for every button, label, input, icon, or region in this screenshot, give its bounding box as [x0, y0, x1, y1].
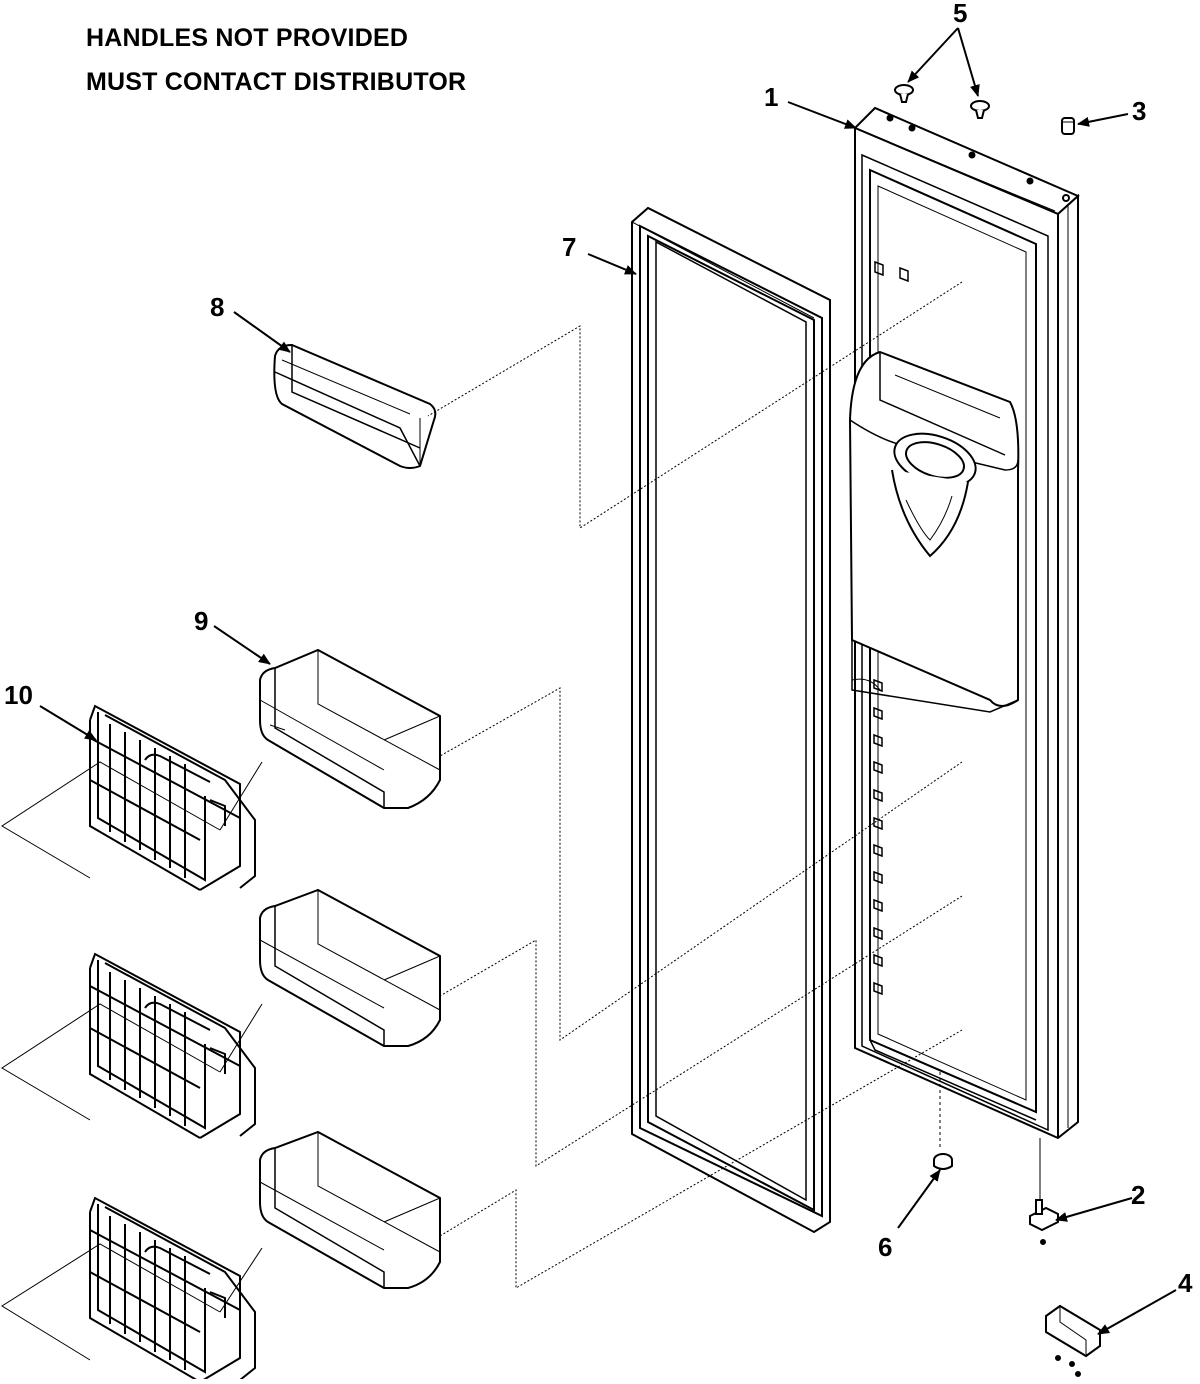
lower-hinge: [1029, 1199, 1059, 1245]
door-gasket: [631, 206, 831, 1234]
callout-6: 6: [878, 1232, 892, 1262]
callout-3: 3: [1132, 96, 1146, 126]
door-panel: [848, 106, 1080, 1200]
hinge-pin: [1061, 117, 1075, 135]
door-bin-1: [259, 648, 441, 809]
leader-lines: [1, 281, 963, 1361]
wire-basket-1: [89, 704, 256, 891]
door-bin-2: [259, 888, 441, 1047]
door-stop-cap: [933, 1153, 953, 1170]
callout-5: 5: [953, 0, 967, 28]
wire-basket-2: [89, 952, 256, 1139]
wire-basket-3: [89, 1196, 256, 1383]
note-handles: HANDLES NOT PROVIDED: [86, 24, 409, 52]
door-bin-3: [259, 1130, 441, 1289]
callout-10: 10: [4, 680, 33, 710]
callout-7: 7: [562, 232, 576, 262]
note-distributor: MUST CONTACT DISTRIBUTOR: [86, 68, 467, 96]
callout-arrows: [39, 27, 1177, 1335]
callout-9: 9: [194, 606, 208, 636]
callout-2: 2: [1131, 1180, 1145, 1210]
door-plugs: [894, 84, 990, 119]
upper-door-bin: [273, 343, 437, 469]
callout-8: 8: [210, 292, 224, 322]
hinge-bracket: [1045, 1304, 1101, 1377]
callout-1: 1: [764, 82, 778, 112]
callout-4: 4: [1178, 1268, 1193, 1298]
